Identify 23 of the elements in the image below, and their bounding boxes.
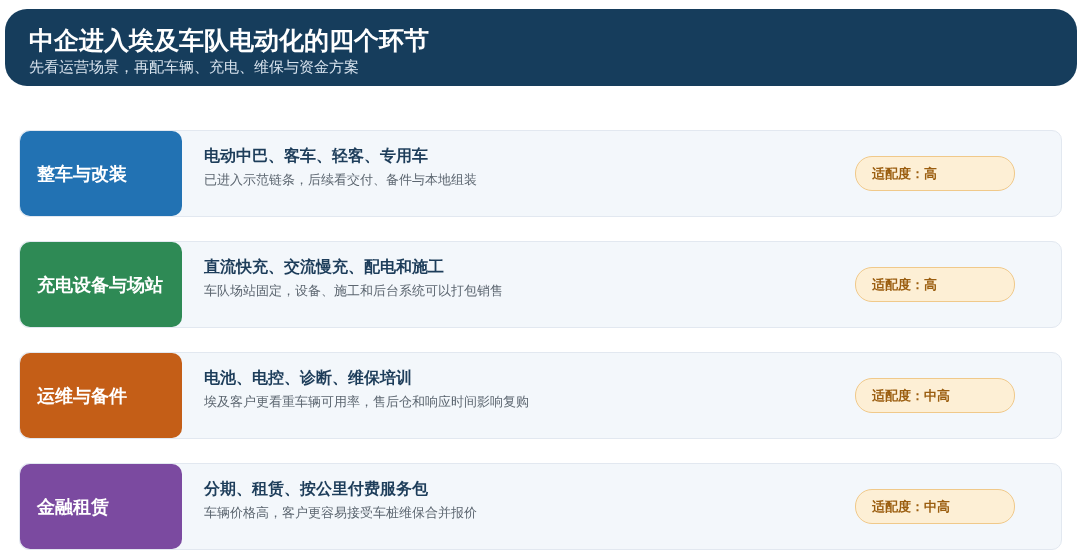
rating-badge: 适配度：中高 (855, 489, 1015, 524)
row-heading: 电池、电控、诊断、维保培训 (204, 368, 412, 388)
row-description: 车队场站固定，设备、施工和后台系统可以打包销售 (204, 283, 503, 299)
category-tab: 充电设备与场站 (20, 242, 182, 327)
rating-badge: 适配度：高 (855, 267, 1015, 302)
subtitle-text: 先看运营场景，再配车辆、充电、维保与资金方案 (29, 59, 359, 77)
row-heading: 分期、租赁、按公里付费服务包 (204, 479, 428, 499)
row-card (19, 130, 1062, 217)
title-banner (5, 9, 1077, 86)
row-card (19, 463, 1062, 550)
row-description: 埃及客户更看重车辆可用率，售后仓和响应时间影响复购 (204, 394, 529, 410)
category-tab: 整车与改装 (20, 131, 182, 216)
title-text: 中企进入埃及车队电动化的四个环节 (29, 26, 429, 56)
row-description: 车辆价格高，客户更容易接受车桩维保合并报价 (204, 505, 477, 521)
row-card (19, 241, 1062, 328)
rating-badge: 适配度：高 (855, 156, 1015, 191)
category-tab: 运维与备件 (20, 353, 182, 438)
category-tab: 金融租赁 (20, 464, 182, 549)
rating-badge: 适配度：中高 (855, 378, 1015, 413)
row-card (19, 352, 1062, 439)
row-heading: 电动中巴、客车、轻客、专用车 (204, 146, 428, 166)
row-heading: 直流快充、交流慢充、配电和施工 (204, 257, 444, 277)
row-description: 已进入示范链条，后续看交付、备件与本地组装 (204, 172, 477, 188)
